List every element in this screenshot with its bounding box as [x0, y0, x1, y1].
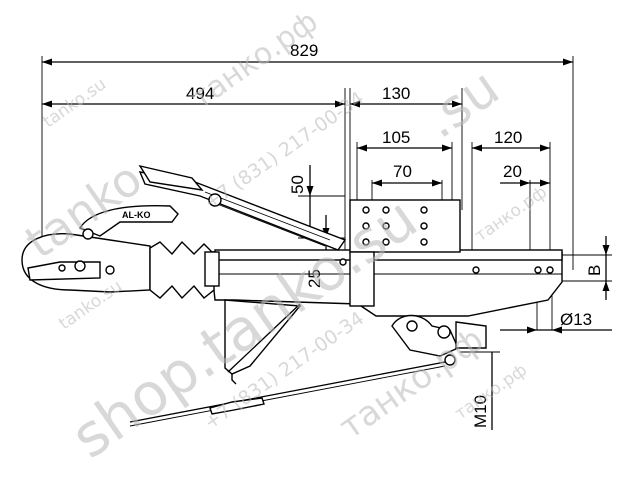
dim-70: 70 — [393, 162, 412, 181]
brake-linkage — [129, 314, 487, 427]
dim-105: 105 — [382, 128, 410, 147]
dim-hole-diameter: Ø13 — [560, 310, 592, 329]
handle-label: AL-KO — [122, 210, 151, 220]
dim-120: 120 — [494, 128, 522, 147]
watermark-rf-top: танко.рф — [185, 4, 325, 117]
dim-20: 20 — [503, 162, 522, 181]
dim-494: 494 — [186, 84, 214, 103]
dim-50: 50 — [288, 175, 307, 194]
dim-829: 829 — [290, 41, 318, 60]
coupling-head: AL-KO — [21, 204, 220, 300]
dimension-labels: 829 494 130 105 70 120 20 50 25 B Ø13 M1… — [186, 41, 604, 428]
watermark-phone-top: +7 (831) 217-00-34 — [200, 87, 368, 214]
dim-m10: M10 — [471, 395, 490, 428]
dim-130: 130 — [382, 84, 410, 103]
dim-25: 25 — [305, 269, 324, 288]
dim-b: B — [585, 265, 604, 276]
handbrake-lever — [138, 164, 347, 251]
watermark-rf-right: танко.рф — [471, 182, 550, 246]
drawbar-body — [209, 199, 563, 375]
